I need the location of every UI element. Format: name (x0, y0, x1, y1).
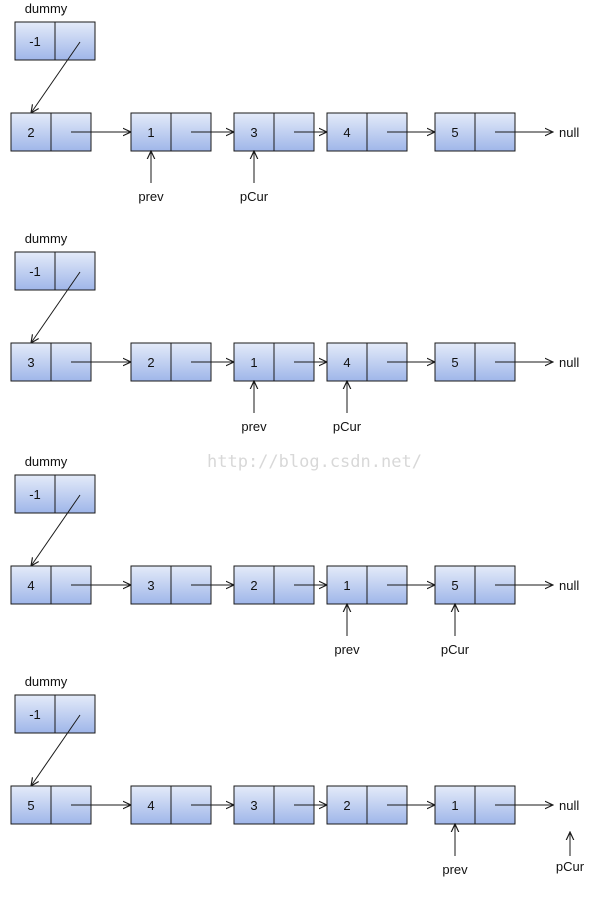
list-node: 3 (10, 342, 92, 382)
null-label: null (559, 125, 579, 140)
dummy-label: dummy (25, 454, 68, 469)
dummy-label: dummy (25, 1, 68, 16)
steps-layer: dummy -1 2 1 3 4 5 null prev pCur dummy -1 3 2 1 4 5 null… (10, 1, 585, 877)
dummy-next-arrow (31, 41, 81, 113)
node-value: 2 (27, 125, 34, 140)
dummy-node: -1 (14, 21, 96, 61)
node-value: 1 (147, 125, 154, 140)
list-node: 2 (233, 565, 315, 605)
step-3: dummy -1 4 3 2 1 5 null prev pCur (10, 454, 579, 657)
dummy-label: dummy (25, 674, 68, 689)
list-node: 4 (130, 785, 212, 825)
dummy-node: -1 (14, 694, 96, 734)
node-value: 2 (250, 578, 257, 593)
node-value: 1 (451, 798, 458, 813)
step-2: dummy -1 3 2 1 4 5 null prev pCur (10, 231, 579, 434)
value-cell (434, 112, 476, 152)
node-value: 5 (451, 578, 458, 593)
value-cell (233, 342, 275, 382)
node-value: 5 (451, 355, 458, 370)
value-cell (233, 785, 275, 825)
value-cell (10, 112, 52, 152)
list-node: 3 (233, 785, 315, 825)
node-value: 4 (343, 355, 350, 370)
pcur-pointer-label: pCur (333, 419, 362, 434)
node-value: 1 (250, 355, 257, 370)
watermark: http://blog.csdn.net/ (207, 452, 422, 472)
dummy-node-value: -1 (29, 707, 41, 722)
node-value: 4 (27, 578, 34, 593)
list-node: 4 (326, 342, 408, 382)
node-value: 4 (343, 125, 350, 140)
value-cell (130, 112, 172, 152)
node-value: 3 (250, 798, 257, 813)
step-4: dummy -1 5 4 3 2 1 null prev pCur (10, 674, 585, 877)
null-label: null (559, 798, 579, 813)
node-value: 2 (343, 798, 350, 813)
value-cell (326, 565, 368, 605)
value-cell (14, 251, 56, 291)
dummy-node-value: -1 (29, 264, 41, 279)
node-value: 3 (147, 578, 154, 593)
value-cell (10, 785, 52, 825)
next-cell (54, 251, 96, 291)
pcur-pointer-label: pCur (240, 189, 269, 204)
list-node: 1 (233, 342, 315, 382)
dummy-node-value: -1 (29, 487, 41, 502)
prev-pointer-label: prev (442, 862, 468, 877)
node-value: 3 (27, 355, 34, 370)
node-value: 5 (451, 125, 458, 140)
node-value: 1 (343, 578, 350, 593)
prev-pointer-label: prev (138, 189, 164, 204)
next-cell (54, 694, 96, 734)
list-node: 1 (326, 565, 408, 605)
dummy-node: -1 (14, 251, 96, 291)
node-value: 4 (147, 798, 154, 813)
node-value: 2 (147, 355, 154, 370)
null-label: null (559, 355, 579, 370)
value-cell (434, 785, 476, 825)
step-1: dummy -1 2 1 3 4 5 null prev pCur (10, 1, 579, 204)
pcur-pointer-label: pCur (441, 642, 470, 657)
value-cell (326, 785, 368, 825)
dummy-next-arrow (31, 271, 81, 343)
dummy-next-arrow (31, 494, 81, 566)
pcur-pointer-label: pCur (556, 859, 585, 874)
value-cell (434, 342, 476, 382)
dummy-next-arrow (31, 714, 81, 786)
dummy-node: -1 (14, 474, 96, 514)
prev-pointer-label: prev (241, 419, 267, 434)
value-cell (14, 474, 56, 514)
node-value: 3 (250, 125, 257, 140)
value-cell (10, 342, 52, 382)
next-cell (54, 21, 96, 61)
value-cell (130, 565, 172, 605)
dummy-label: dummy (25, 231, 68, 246)
null-label: null (559, 578, 579, 593)
value-cell (434, 565, 476, 605)
prev-pointer-label: prev (334, 642, 360, 657)
dummy-node-value: -1 (29, 34, 41, 49)
next-cell (54, 474, 96, 514)
node-value: 5 (27, 798, 34, 813)
value-cell (130, 342, 172, 382)
value-cell (14, 21, 56, 61)
